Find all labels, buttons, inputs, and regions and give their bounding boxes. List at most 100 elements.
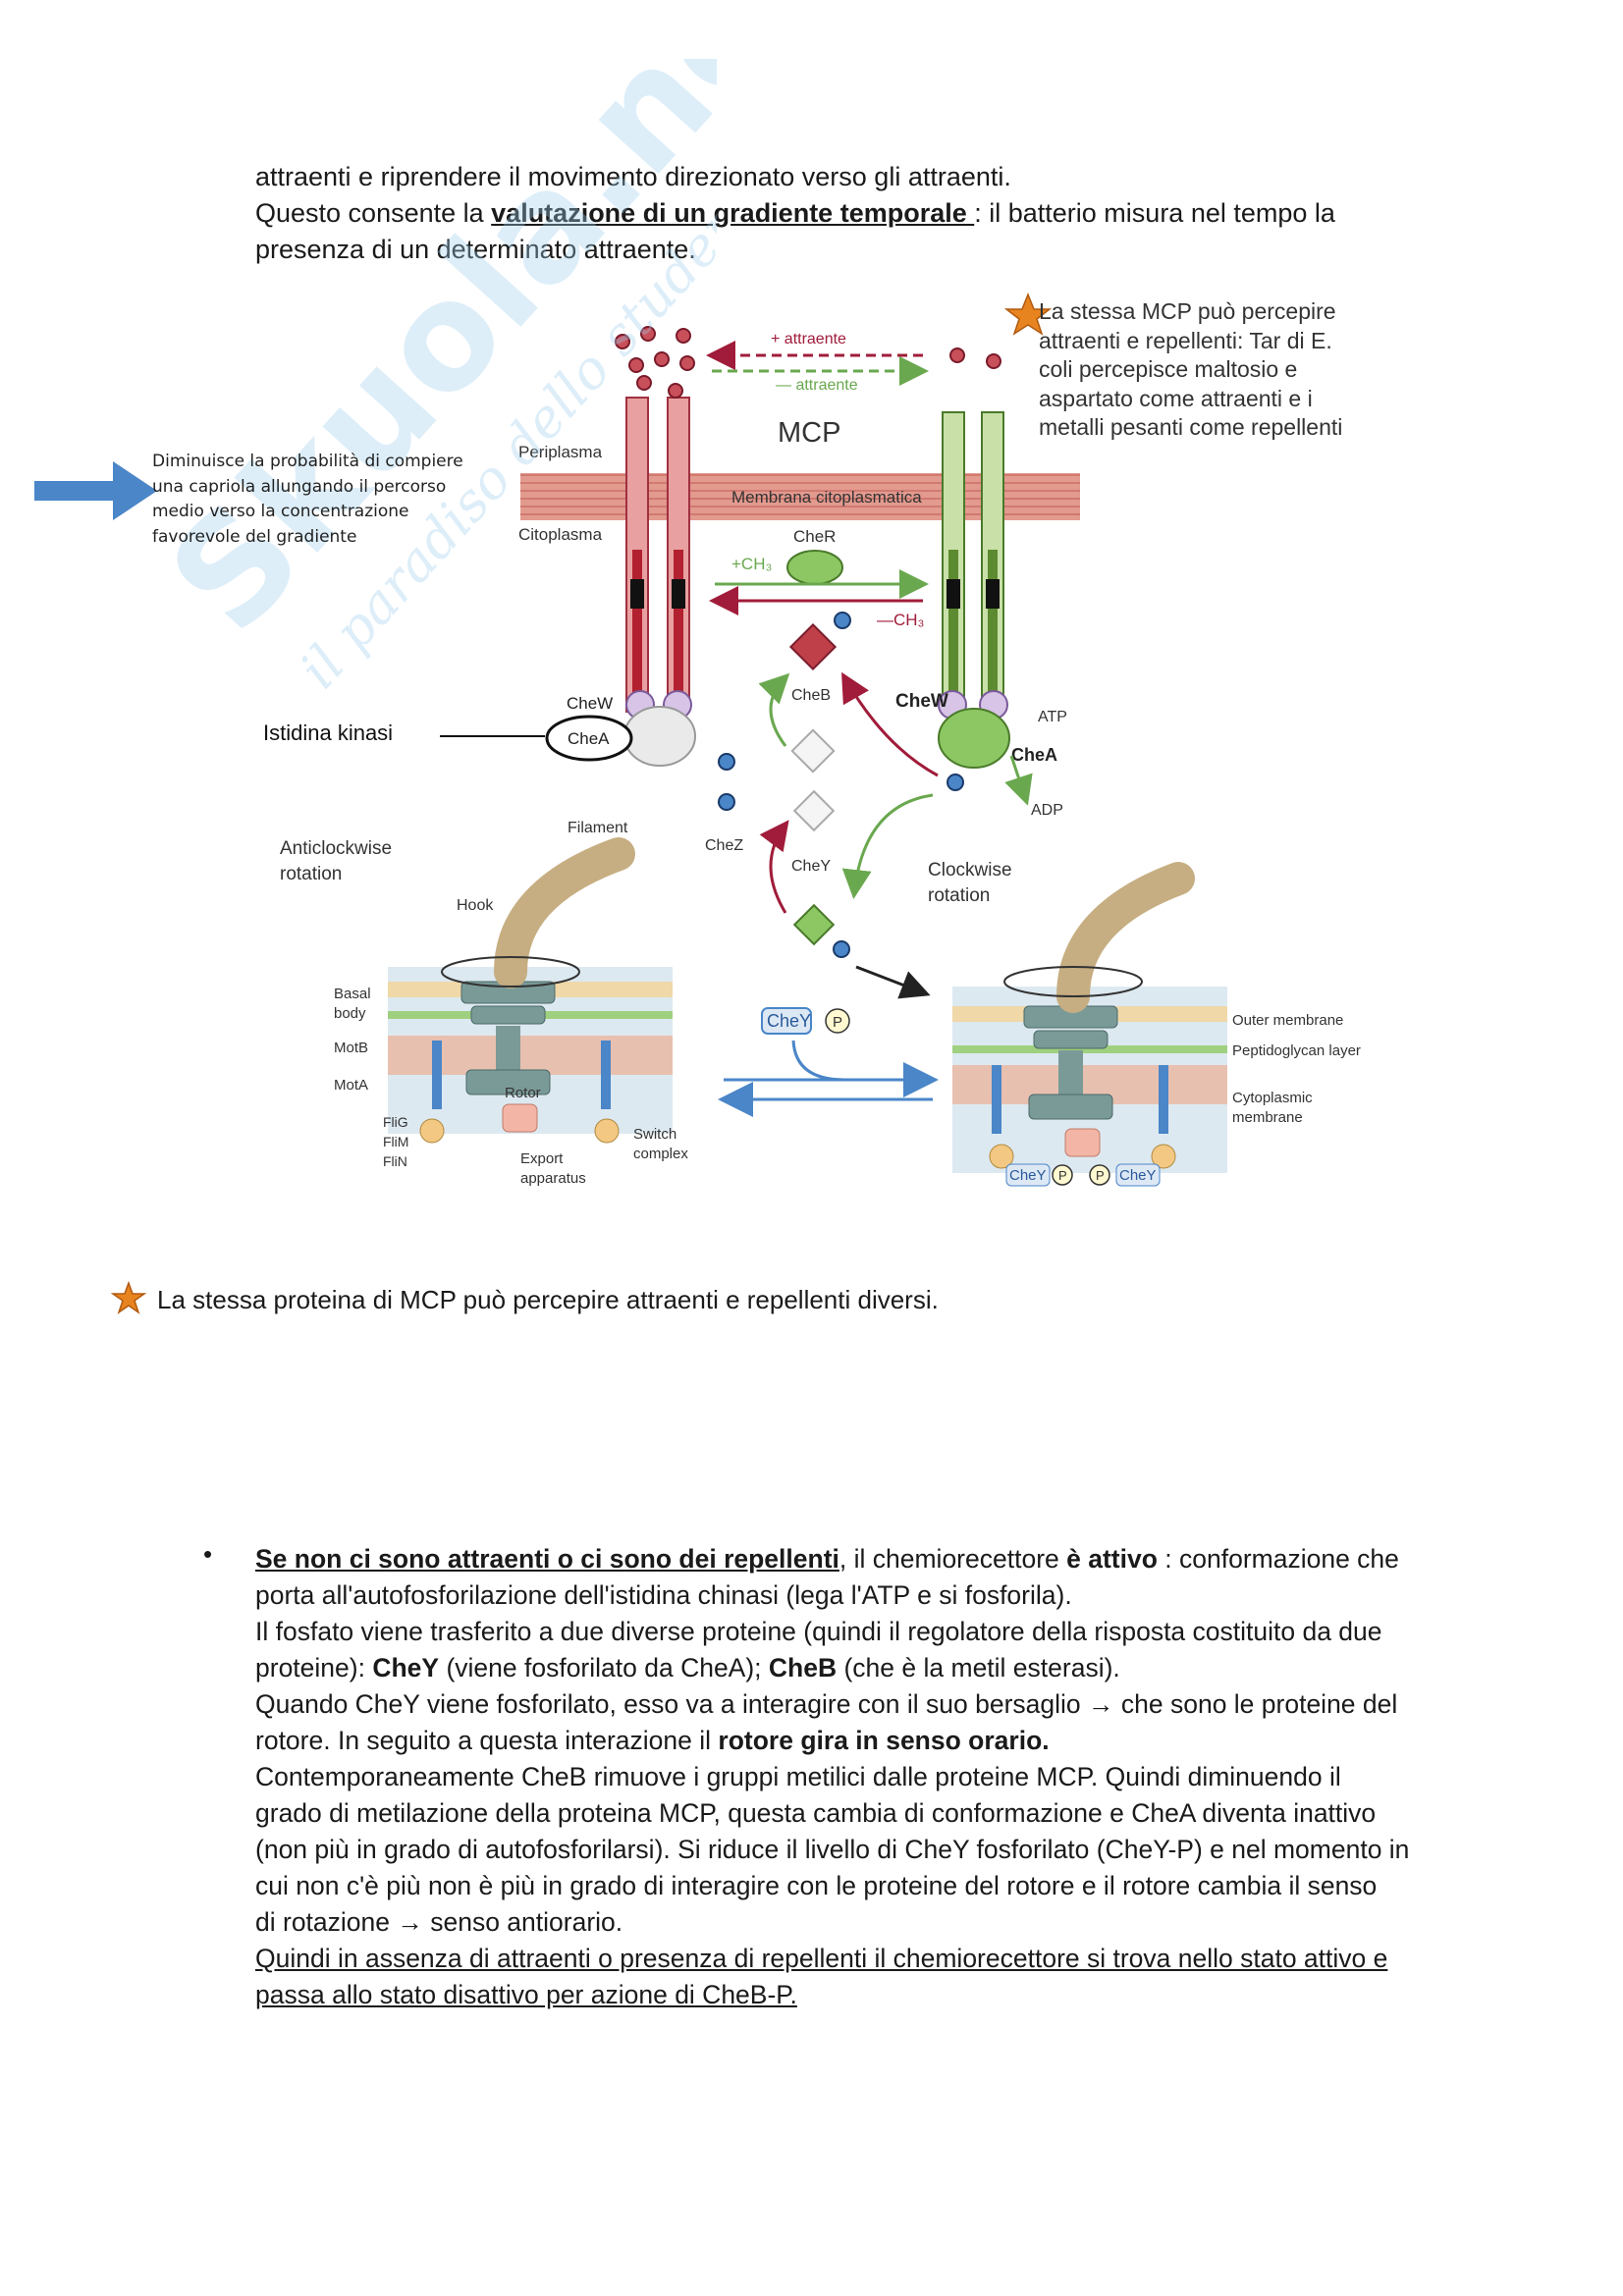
mcp-receptor-left [625,397,690,713]
flig-label: FliG [383,1114,408,1130]
motb-label: MotB [334,1040,368,1056]
chew-left-label: CheW [567,694,613,713]
star-note: La stessa proteina di MCP può percepire … [157,1285,939,1314]
periplasma-label: Periplasma [518,443,603,461]
methyl-group [834,612,851,629]
text-span-bold: CheY [372,1653,440,1682]
paragraph-line: Contemporaneamente CheB rimuove i gruppi… [255,1762,1341,1791]
text-span-bold: è attivo [1066,1544,1158,1574]
p-right-label: P [1096,1168,1105,1183]
intro-line-3: presenza di un determinato attraente. [255,235,696,264]
clockwise-label-1: Clockwise [928,860,1012,881]
mcp-note-line: coli percepisce maltosio e [1039,356,1298,382]
plus-ch3-label: +CH₃ [731,555,772,573]
chey-p-right-label: CheY [1119,1167,1157,1184]
atp-label: ATP [1038,709,1067,725]
filament-label: Filament [568,820,628,836]
star-note-icon [111,1281,146,1314]
membrane-label: Membrana citoplasmatica [731,488,922,507]
bullet-paragraph: Se non ci sono attraenti o ci sono dei r… [255,1541,1483,2013]
export-label-2: apparatus [520,1170,586,1187]
chea-right-protein [938,708,1010,769]
paragraph-line: porta all'autofosforilazione dell'istidi… [255,1580,1072,1610]
text-span: (che è la metil esterasi). [837,1653,1120,1682]
chemotaxis-figure: + attraente — attraente MCP Periplasma M… [34,292,1361,1187]
cheb-unphospho [790,728,836,774]
paragraph-line: grado di metilazione della proteina MCP,… [255,1798,1377,1828]
text-span-bold: CheB [768,1653,838,1682]
chey-p-left-label: CheY [1009,1167,1047,1184]
clockwise-label-2: rotation [928,885,990,906]
flin-label: FliN [383,1153,407,1169]
p-label: P [833,1014,842,1031]
mcp-receptor-right [942,411,1004,708]
chea-left-oval [545,715,633,762]
chey-unphospho [792,789,836,832]
basal-body-label-1: Basal [334,986,371,1002]
text-span: : conformazione che [1157,1544,1399,1574]
mcp-note: La stessa MCP può percepire attraenti e … [1039,297,1392,443]
intro-line-2: Questo consente la valutazione di un gra… [255,195,1335,232]
flagellar-motor-left [388,837,673,1144]
callout-line: una capriola allungando il percorso [152,476,447,497]
anticlockwise-label-1: Anticlockwise [280,838,392,859]
mcp-label: MCP [778,417,840,449]
adp-label: ADP [1031,802,1063,819]
rotor-label: Rotor [505,1085,541,1101]
callout-text: Diminuisce la probabilità di compiere un… [152,450,481,550]
minus-attractant-label: — attraente [776,377,858,394]
mcp-note-line: metalli pesanti come repellenti [1039,414,1343,440]
chew-right-label: CheW [895,691,948,712]
paragraph-line: di rotazione → senso antiorario. [255,1907,623,1937]
chea-right-label: CheA [1011,745,1057,765]
star-icon [1003,292,1053,336]
chea-left-label: CheA [568,729,610,748]
flim-label: FliM [383,1134,408,1149]
text-span: , il chemiorecettore [839,1544,1067,1574]
paragraph-line: (non più in grado di autofosforilarsi). … [255,1835,1410,1864]
flagellar-motor-right [952,862,1227,1187]
peptidoglycan-label: Peptidoglycan layer [1232,1042,1361,1059]
p-left-label: P [1058,1168,1067,1183]
hook-label: Hook [457,897,494,914]
paragraph-line: Quando CheY viene fosforilato, esso va a… [255,1689,1398,1719]
basal-body-label-2: body [334,1005,366,1022]
cytoplasmic-label-2: membrane [1232,1109,1303,1126]
mcp-note-line: attraenti e repellenti: Tar di E. [1039,327,1332,353]
cytoplasmic-label-1: Cytoplasmic [1232,1090,1313,1106]
anticlockwise-label-2: rotation [280,864,342,884]
paragraph-line: Quindi in assenza di attraenti o presenz… [255,1944,1388,1973]
paragraph-line: Se non ci sono attraenti o ci sono dei r… [255,1541,1483,1577]
cher-protein [786,550,843,585]
cher-label: CheR [793,527,836,546]
chey-label: CheY [791,858,831,875]
chea-left-protein [623,706,696,767]
paragraph-line: Il fosfato viene trasferito a due divers… [255,1617,1382,1646]
export-label-1: Export [520,1150,564,1167]
callout-line: medio verso la concentrazione [152,502,409,521]
chez-label: CheZ [705,837,743,854]
mcp-note-line: aspartato come attraenti e i [1039,385,1313,411]
attractant-molecules [615,326,1001,399]
intro-line-2-post: : il batterio misura nel tempo la [974,198,1335,228]
cheb-label: CheB [791,687,831,704]
chey-p-label: CheY [767,1011,811,1031]
callout-arrow [34,461,157,520]
intro-line-1: attraenti e riprendere il movimento dire… [255,162,1011,191]
paragraph-line: rotore. In seguito a questa interazione … [255,1723,1483,1759]
citoplasma-label: Citoplasma [518,525,603,544]
intro-highlight: valutazione di un gradiente temporale [491,198,975,228]
switch-label-2: complex [633,1146,688,1162]
callout-line: favorevole del gradiente [152,526,357,547]
istidina-label: Istidina kinasi [263,721,393,745]
outer-membrane-label: Outer membrane [1232,1012,1343,1029]
paragraph-line: proteine): CheY (viene fosforilato da Ch… [255,1650,1483,1686]
callout-line: Diminuisce la probabilità di compiere [152,452,463,471]
text-span: rotore. In seguito a questa interazione … [255,1726,719,1755]
text-span: (viene fosforilato da CheA); [439,1653,769,1682]
paragraph-line: passa allo stato disattivo per azione di… [255,1980,797,2009]
text-span: proteine): [255,1653,373,1682]
bullet-heading: Se non ci sono attraenti o ci sono dei r… [255,1544,839,1574]
mcp-note-line: La stessa MCP può percepire [1039,298,1336,324]
minus-ch3-label: —CH₃ [877,611,924,629]
